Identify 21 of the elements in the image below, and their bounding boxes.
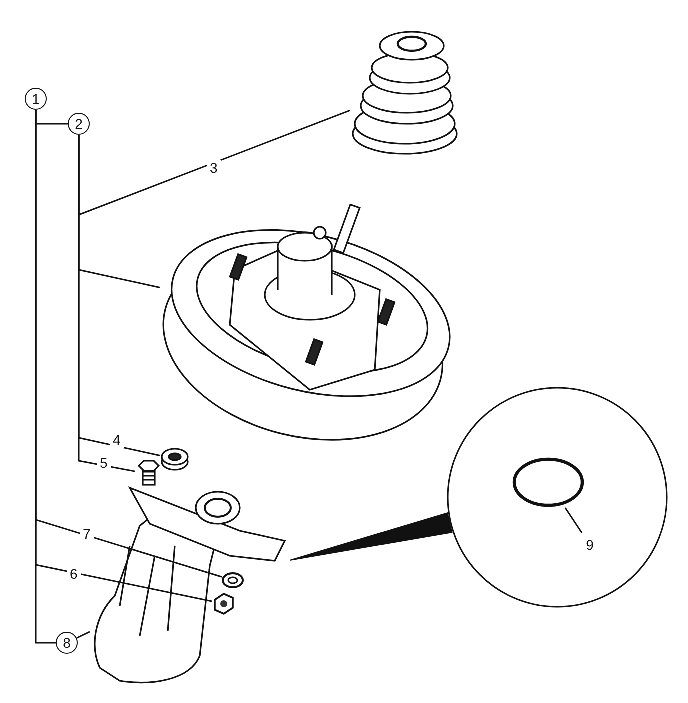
- part-drawing: [160, 447, 190, 471]
- magnification-wedge: [290, 512, 453, 561]
- callout-number: 5: [97, 455, 111, 471]
- callout-number: 1: [25, 88, 47, 110]
- part-drawing: [212, 592, 236, 616]
- callout-number: 4: [110, 432, 124, 448]
- leader-line: [35, 110, 56, 644]
- leader-line: [78, 110, 350, 216]
- callout-number: 7: [80, 526, 94, 542]
- o-ring-drawing: [512, 457, 585, 508]
- callout-number: 6: [67, 566, 81, 582]
- callout-number: 2: [68, 113, 90, 135]
- callout-number: 8: [56, 632, 78, 654]
- callout-number: 3: [207, 160, 221, 176]
- leader-line: [78, 135, 136, 472]
- leader-line: [564, 508, 583, 534]
- part-drawing: [135, 460, 161, 488]
- callout-number: 9: [580, 533, 600, 557]
- part-drawing: [222, 572, 244, 589]
- leader-line: [76, 631, 90, 639]
- magnified-detail-circle: [447, 387, 668, 608]
